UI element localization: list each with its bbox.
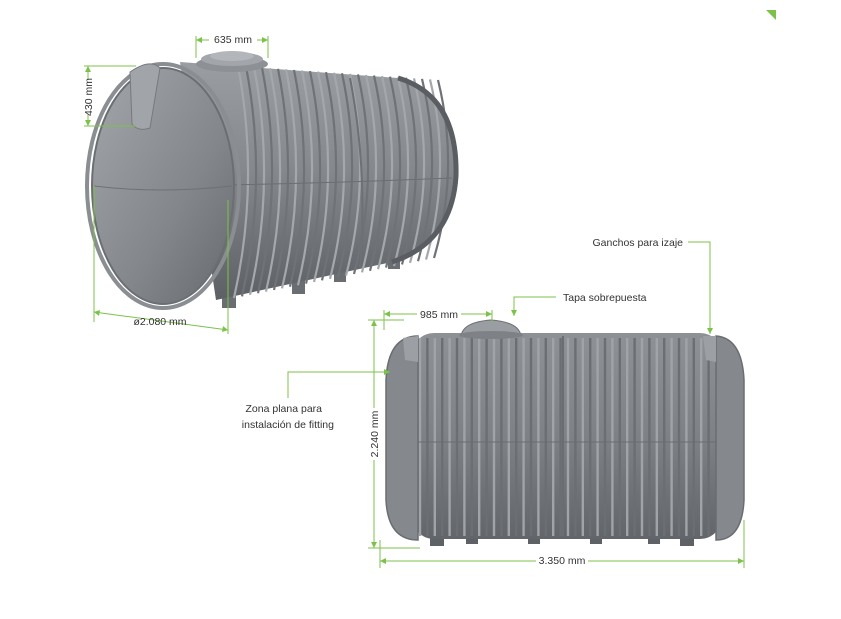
lifting-hook <box>129 63 161 130</box>
tank-rib <box>296 70 314 286</box>
tank-rib <box>256 67 274 294</box>
lifting-hook <box>403 336 418 362</box>
tank-rib <box>248 66 266 296</box>
tank-side <box>385 319 745 546</box>
tank-rib <box>288 69 306 288</box>
dim-top-height: 430 mm <box>83 78 95 116</box>
tank-rib <box>328 72 346 280</box>
dimension-labels: 635 mm 430 mm ø2.080 mm 985 mm 2.240 mm … <box>80 33 588 567</box>
callout-flat-zone-line2: instalación de fitting <box>242 419 334 431</box>
tank-rib <box>408 78 426 264</box>
callout-lifting-hooks: Ganchos para izaje <box>593 237 684 249</box>
dim-length: 3.350 mm <box>539 555 586 567</box>
tank-rib <box>400 77 418 265</box>
tank-rib <box>376 75 394 270</box>
tank-end-cap-left <box>385 335 419 541</box>
tank-rib <box>336 73 354 278</box>
tank-rib <box>264 68 282 292</box>
callout-overlay-cover: Tapa sobrepuesta <box>563 292 647 304</box>
tank-body <box>180 62 457 300</box>
dim-top-width: 635 mm <box>214 34 252 46</box>
dim-height: 2.240 mm <box>369 410 381 457</box>
corner-marker <box>766 10 776 20</box>
tank-end-cap <box>91 67 235 305</box>
dimension-lines <box>84 10 776 568</box>
tank-cover <box>459 319 523 339</box>
tank-rib <box>392 76 410 267</box>
tank-rib <box>304 70 322 284</box>
tank-ribs <box>232 65 450 299</box>
tank-perspective <box>85 51 459 310</box>
tank-rib <box>432 79 450 259</box>
tank-rib <box>312 71 330 283</box>
callout-labels: Ganchos para izaje Tapa sobrepuesta Zona… <box>242 237 683 431</box>
tank-rib <box>240 66 258 297</box>
tank-end-cap-right <box>715 335 745 541</box>
tank-rib <box>360 74 378 273</box>
dim-diameter: ø2.080 mm <box>133 316 186 328</box>
tank-rib <box>272 68 290 291</box>
tank-rib <box>416 78 434 262</box>
tank-rib <box>232 65 250 299</box>
tank-rib <box>320 71 338 281</box>
dim-cover-width: 985 mm <box>420 309 458 321</box>
tank-hatch <box>196 51 268 72</box>
tank-ribs <box>418 338 710 536</box>
tank-rib <box>280 69 298 289</box>
tank-rib <box>352 74 370 275</box>
tank-rib <box>384 76 402 268</box>
tank-rib <box>368 75 386 272</box>
lifting-hook <box>703 336 716 362</box>
callout-flat-zone-line1: Zona plana para <box>246 403 323 415</box>
